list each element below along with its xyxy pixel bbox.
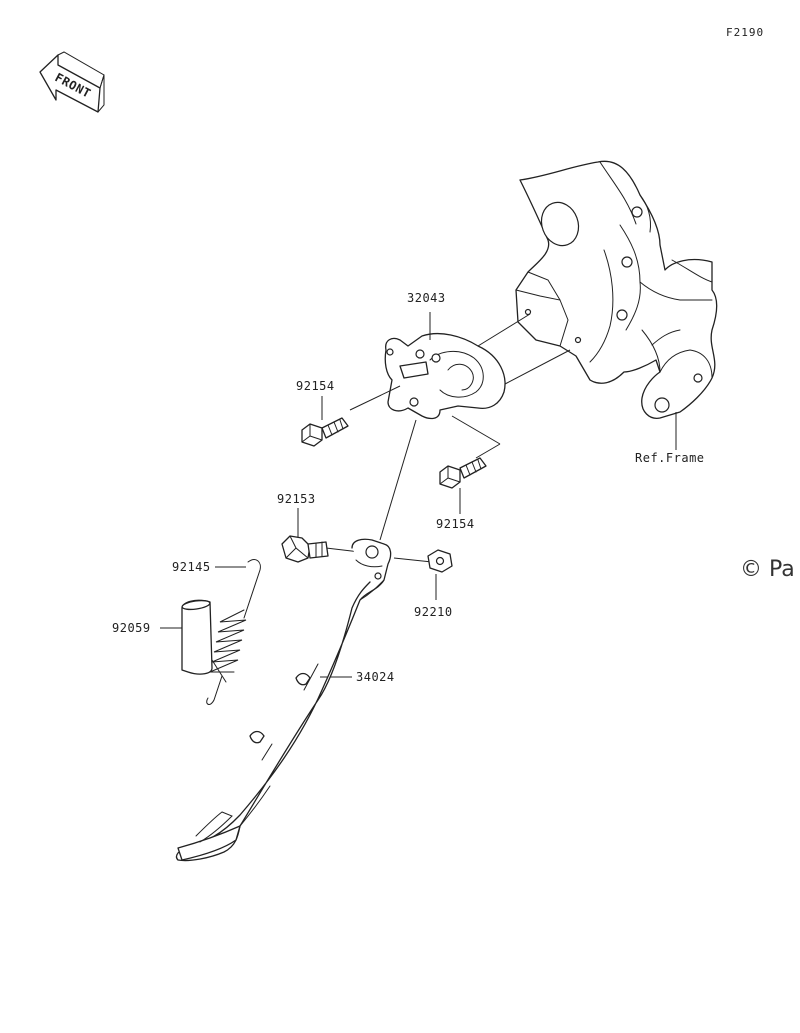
assembly-lines bbox=[160, 312, 677, 678]
bolt-92154-upper bbox=[301, 417, 349, 447]
bracket-32043 bbox=[384, 332, 506, 420]
front-arrow-icon: FRONT bbox=[39, 51, 105, 113]
label-34024: 34024 bbox=[356, 670, 395, 684]
label-92154-upper: 92154 bbox=[296, 379, 335, 393]
label-92154-lower: 92154 bbox=[436, 517, 475, 531]
label-92059: 92059 bbox=[112, 621, 151, 635]
label-92210: 92210 bbox=[414, 605, 453, 619]
pivot-bolt-92153 bbox=[281, 535, 329, 563]
watermark: © Pa bbox=[740, 557, 795, 582]
nut-92210 bbox=[427, 549, 453, 573]
label-ref-frame: Ref.Frame bbox=[635, 451, 705, 465]
label-92153: 92153 bbox=[277, 492, 316, 506]
spring-92145 bbox=[206, 559, 261, 705]
bolt-92154-lower bbox=[439, 457, 487, 489]
collar-92059 bbox=[181, 599, 213, 675]
side-stand-34024 bbox=[175, 538, 392, 862]
label-92145: 92145 bbox=[172, 560, 211, 574]
reference-frame bbox=[515, 160, 718, 419]
figure-code: F2190 bbox=[726, 26, 764, 39]
label-32043: 32043 bbox=[407, 291, 446, 305]
